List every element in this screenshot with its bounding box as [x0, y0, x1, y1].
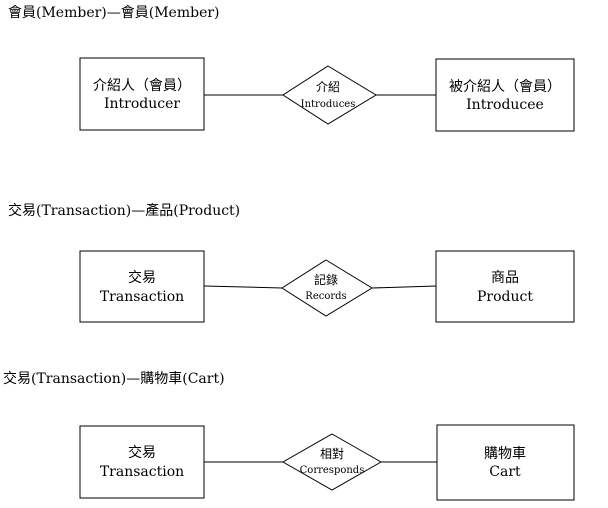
section-title: 交易(Transaction)—產品(Product) [8, 202, 240, 219]
entity-product-label-cn: 商品 [491, 270, 519, 286]
relationship-corresponds-diamond [281, 433, 383, 491]
entity-introducee-label-cn: 被介紹人（會員） [449, 79, 561, 95]
entity-cart-label-en: Cart [489, 464, 521, 480]
relationship-records-label-cn: 記錄 [314, 272, 338, 287]
entity-introducer-label-en: Introducer [104, 96, 180, 112]
section-member-member: 會員(Member)—會員(Member) 介紹人（會員） Introducer… [8, 5, 575, 132]
entity-transaction-label-en: Transaction [100, 289, 184, 305]
entity-transaction-box [79, 425, 205, 499]
relationship-corresponds-label-en: Corresponds [300, 465, 365, 476]
connector-left [203, 285, 283, 289]
entity-transaction-label-cn: 交易 [128, 444, 156, 461]
relationship-records-label-en: Records [305, 291, 346, 302]
entity-cart-label-cn: 購物車 [484, 445, 526, 462]
entity-introducee-label-en: Introducee [466, 97, 544, 113]
relationship-introduces-diamond [282, 65, 377, 125]
entity-transaction-box [79, 250, 205, 323]
entity-product-label-en: Product [477, 289, 533, 305]
relationship-introduces-label-cn: 介紹 [316, 80, 340, 94]
entity-introducer-box [79, 57, 205, 131]
section-transaction-product: 交易(Transaction)—產品(Product) 交易 Transacti… [8, 202, 575, 323]
section-transaction-cart: 交易(Transaction)—購物車(Cart) 交易 Transaction… [3, 370, 575, 501]
relationship-records-diamond [281, 259, 373, 317]
connector-right [371, 285, 437, 289]
section-title: 交易(Transaction)—購物車(Cart) [3, 370, 225, 387]
relationship-introduces-label-en: Introduces [301, 99, 356, 110]
entity-product-box [435, 250, 575, 323]
section-title: 會員(Member)—會員(Member) [8, 5, 220, 21]
relationship-corresponds-label-cn: 相對 [320, 447, 344, 461]
entity-cart-box [436, 424, 575, 501]
entity-introducer-label-cn: 介紹人（會員） [93, 78, 191, 94]
entity-introducee-box [435, 58, 575, 132]
entity-transaction-label-en: Transaction [100, 464, 184, 480]
entity-transaction-label-cn: 交易 [128, 269, 156, 286]
